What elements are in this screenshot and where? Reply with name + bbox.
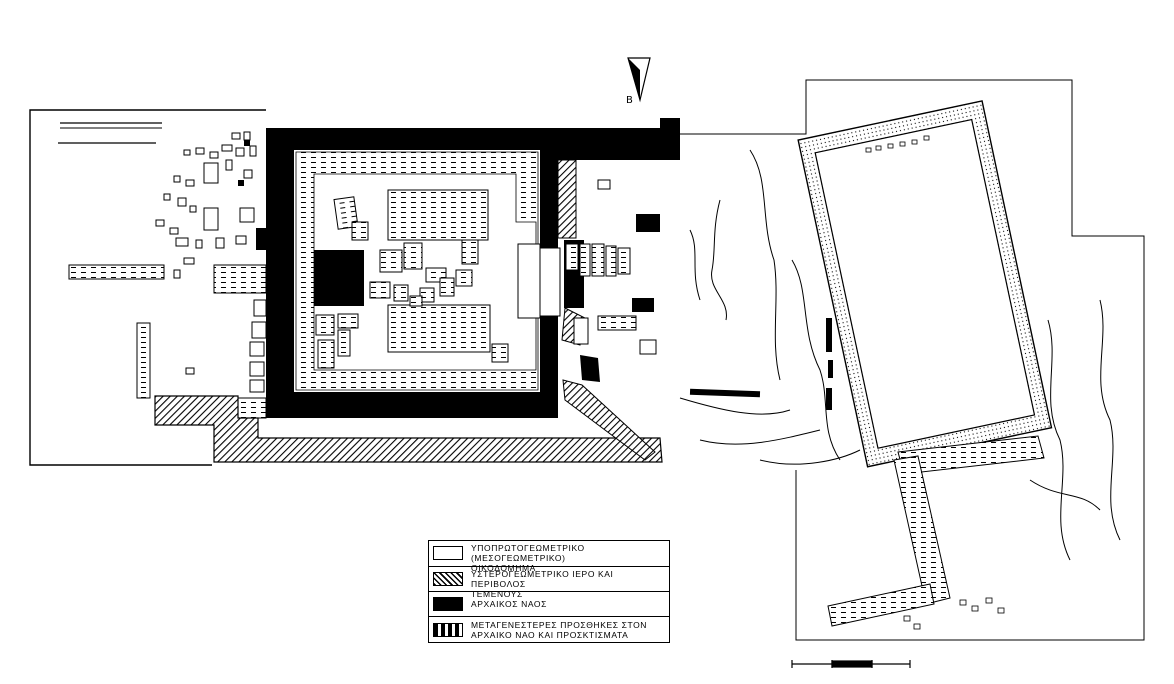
east-rubble xyxy=(865,135,1005,630)
bedrock-contours xyxy=(679,79,1145,641)
legend-item-late-geometric: ΥΣΤΕΡΟΓΕΩΜΕΤΡΙΚΟ ΙΕΡΟ ΚΑΙ ΠΕΡΙΒΟΛΟΣ ΤΕΜΕ… xyxy=(429,566,669,599)
legend-item-later-additions: ΜΕΤΑΓΕΝΕΣΤΕΡΕΣ ΠΡΟΣΘΗΚΕΣ ΣΤΟΝ ΑΡΧΑΙΚΟ ΝΑ… xyxy=(429,616,669,643)
legend-swatch-hatched xyxy=(433,572,463,586)
legend-label: ΑΡΧΑΙΚΟΣ ΝΑΟΣ xyxy=(471,599,665,609)
dark-rock-fissures xyxy=(689,318,833,410)
legend-label: ΜΕΤΑΓΕΝΕΣΤΕΡΕΣ ΠΡΟΣΘΗΚΕΣ ΣΤΟΝ ΑΡΧΑΙΚΟ ΝΑ… xyxy=(471,620,665,640)
legend-swatch-blank xyxy=(433,546,463,560)
north-arrow-icon xyxy=(627,57,651,103)
later-addition-walls-left xyxy=(68,264,267,419)
legend-item-archaic-temple: ΑΡΧΑΙΚΟΣ ΝΑΟΣ xyxy=(429,591,669,617)
legend-label-line1: ΑΡΧΑΙΚΟΣ ΝΑΟΣ xyxy=(471,599,547,609)
east-building xyxy=(797,100,1053,468)
legend-label: ΥΣΤΕΡΟΓΕΩΜΕΤΡΙΚΟ ΙΕΡΟ ΚΑΙ ΠΕΡΙΒΟΛΟΣ ΤΕΜΕ… xyxy=(471,569,665,599)
legend-item-subprotogeometric: ΥΠΟΠΡΩΤΟΓΕΩΜΕΤΡΙΚΟ (ΜΕΣΟΓΕΩΜΕΤΡΙΚΟ) ΟΙΚΟ… xyxy=(429,541,669,573)
subprotogeometric-building xyxy=(295,151,561,391)
left-trench-outline xyxy=(29,109,266,466)
legend-label-line2: ΤΕΜΕΝΟΥΣ xyxy=(471,589,523,599)
legend-swatch-dashed xyxy=(433,623,463,637)
legend-label-line2: ΟΙΚΟΔΟΜΗΜΑ xyxy=(471,563,536,573)
court-stones xyxy=(565,179,657,355)
rubble-left xyxy=(155,131,267,393)
legend-label-line1: ΥΣΤΕΡΟΓΕΩΜΕΤΡΙΚΟ ΙΕΡΟ ΚΑΙ ΠΕΡΙΒΟΛΟΣ xyxy=(471,569,614,589)
legend-label-line1: ΜΕΤΑΓΕΝΕΣΤΕΡΕΣ ΠΡΟΣΘΗΚΕΣ ΣΤΟΝ xyxy=(471,620,648,630)
scale-bar xyxy=(791,660,911,668)
legend-label: ΥΠΟΠΡΩΤΟΓΕΩΜΕΤΡΙΚΟ (ΜΕΣΟΓΕΩΜΕΤΡΙΚΟ) ΟΙΚΟ… xyxy=(471,543,665,573)
cella-stones xyxy=(315,196,509,369)
east-annex-walls xyxy=(827,435,1045,627)
legend: ΥΠΟΠΡΩΤΟΓΕΩΜΕΤΡΙΚΟ (ΜΕΣΟΓΕΩΜΕΤΡΙΚΟ) ΟΙΚΟ… xyxy=(428,540,670,643)
legend-label-line1: ΥΠΟΠΡΩΤΟΓΕΩΜΕΤΡΙΚΟ (ΜΕΣΟΓΕΩΜΕΤΡΙΚΟ) xyxy=(471,543,585,563)
north-label: Β xyxy=(626,95,633,106)
legend-label-line2: ΑΡΧΑΙΚΟ ΝΑΟ ΚΑΙ ΠΡΟΣΚΤΙΣΜΑΤΑ xyxy=(471,630,629,640)
black-stones-left xyxy=(238,140,266,250)
legend-swatch-solid xyxy=(433,597,463,611)
